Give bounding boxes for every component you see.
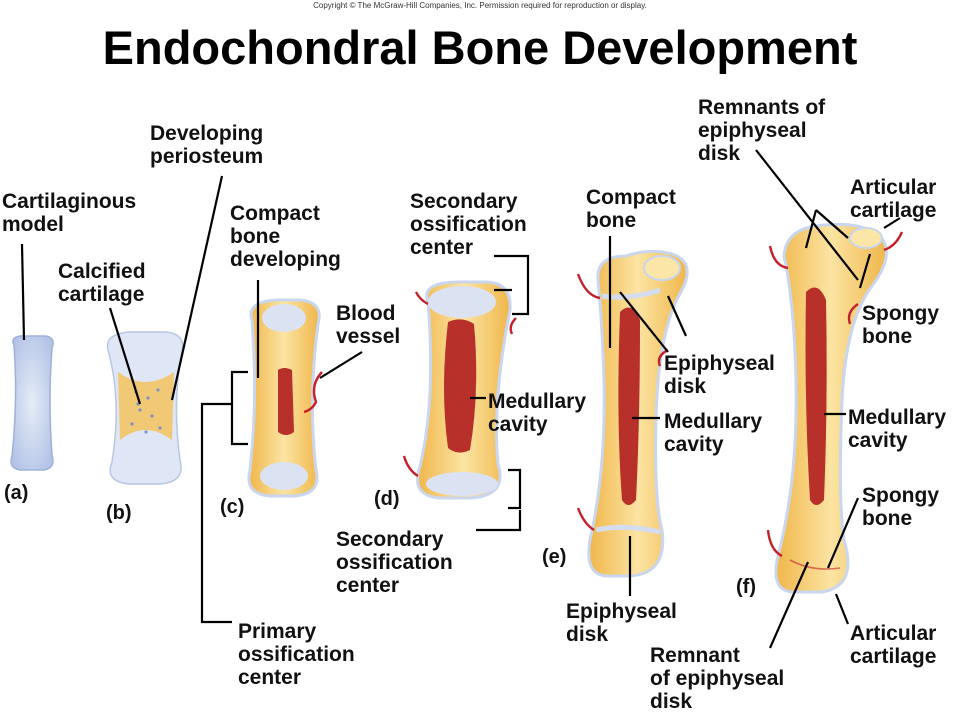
label-secondary-ossification-center-bottom: Secondary ossification center [336, 528, 453, 597]
stage-label-b: (b) [106, 502, 132, 524]
label-epiphyseal-disk-bottom: Epiphyseal disk [566, 600, 677, 646]
label-developing-periosteum: Developing periosteum [150, 122, 264, 168]
stage-label-c: (c) [220, 496, 245, 518]
stage-a-cartilage-model [10, 335, 54, 471]
label-spongy-bone-bottom: Spongy bone [862, 484, 939, 530]
stage-c-primary-ossification [247, 298, 323, 498]
label-secondary-ossification-center-top: Secondary ossification center [410, 190, 527, 259]
stage-b-calcified-cartilage [106, 331, 184, 485]
label-calcified-cartilage: Calcified cartilage [58, 260, 146, 306]
label-cartilaginous-model: Cartilaginous model [2, 190, 137, 236]
label-articular-cartilage-bottom: Articular cartilage [850, 622, 937, 668]
label-spongy-bone-top: Spongy bone [862, 302, 939, 348]
stage-d-secondary-ossification [402, 280, 517, 500]
label-remnants-of-epiphyseal-disk: Remnants of epiphyseal disk [698, 96, 826, 165]
label-blood-vessel: Blood vessel [336, 302, 401, 348]
label-medullary-cavity-f: Medullary cavity [848, 406, 947, 452]
label-primary-ossification-center: Primary ossification center [238, 620, 355, 689]
stage-f-adult-bone [766, 222, 904, 594]
diagram-title: Endochondral Bone Development [102, 21, 858, 74]
stage-label-f: (f) [736, 576, 756, 598]
stage-e-young-bone [576, 249, 689, 578]
leader-lines [20, 149, 901, 649]
label-compact-bone-developing: Compact bone developing [230, 202, 341, 271]
stage-label-d: (d) [374, 488, 400, 510]
label-articular-cartilage-top: Articular cartilage [850, 176, 937, 222]
label-remnant-of-epiphyseal-disk: Remnant of epiphyseal disk [650, 644, 785, 713]
stage-label-a: (a) [4, 482, 29, 504]
label-epiphyseal-disk-top: Epiphyseal disk [664, 352, 775, 398]
label-medullary-cavity-d: Medullary cavity [488, 390, 587, 436]
copyright-notice: Copyright © The McGraw-Hill Companies, I… [313, 1, 647, 10]
label-medullary-cavity-e: Medullary cavity [664, 410, 763, 456]
label-compact-bone: Compact bone [586, 186, 676, 232]
stage-label-e: (e) [542, 546, 567, 568]
